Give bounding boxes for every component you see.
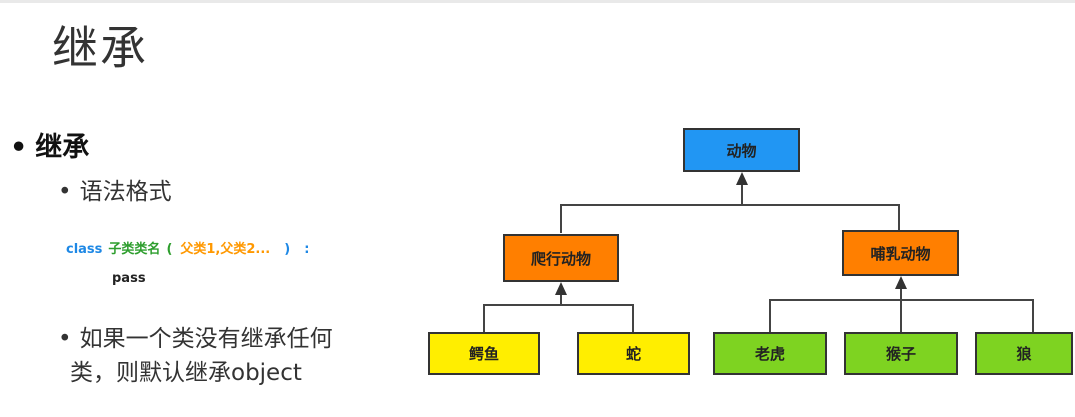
top-rule	[0, 0, 1075, 3]
code-paren-open: (	[166, 242, 173, 257]
bullet-syntax-text: 语法格式	[79, 179, 172, 205]
code-keyword: class	[66, 242, 103, 257]
code-pass: pass	[112, 271, 146, 286]
code-paren-close: )	[284, 242, 291, 257]
node-crocodile: 鳄鱼	[428, 332, 540, 375]
node-crocodile-label: 鳄鱼	[468, 345, 499, 363]
node-monkey: 猴子	[844, 332, 958, 375]
node-animal-label: 动物	[726, 141, 757, 160]
bullet-dot: •	[10, 132, 28, 163]
bullet-default-line1-row: • 如果一个类没有继承任何	[58, 322, 418, 356]
bullet-default-line1: 如果一个类没有继承任何	[79, 326, 333, 352]
code-colon: :	[304, 242, 310, 257]
bullet-inheritance: •继承	[10, 125, 89, 164]
node-snake-label: 蛇	[625, 345, 641, 363]
node-wolf: 狼	[975, 332, 1073, 375]
bullet-default-object: • 如果一个类没有继承任何 类，则默认继承object	[58, 322, 418, 390]
code-parent-list: 父类1,父类2...	[180, 242, 271, 257]
slide-title: 继承	[52, 21, 148, 75]
node-mammal-label: 哺乳动物	[870, 244, 931, 263]
arrow-to-root	[736, 172, 748, 185]
code-class-definition: class 子类类名 ( 父类1,父类2...):	[66, 238, 309, 257]
node-reptile-label: 爬行动物	[530, 249, 591, 268]
arrow-to-mammal	[895, 276, 907, 289]
bullet-syntax: • 语法格式	[58, 172, 172, 206]
node-animal: 动物	[683, 128, 800, 172]
node-snake: 蛇	[577, 332, 690, 375]
node-reptile: 爬行动物	[503, 234, 619, 282]
node-mammal: 哺乳动物	[842, 230, 959, 276]
bullet-default-line2-row: 类，则默认继承object	[58, 356, 418, 390]
node-wolf-label: 狼	[1016, 345, 1032, 363]
connector-middle-to-root	[560, 204, 900, 233]
bullet-default-line2: 类，则默认继承object	[70, 360, 302, 386]
bullet-dot: •	[58, 326, 72, 352]
bullet-inheritance-text: 继承	[35, 132, 90, 163]
node-monkey-label: 猴子	[885, 345, 916, 363]
node-tiger: 老虎	[713, 332, 827, 375]
bullet-dot: •	[58, 179, 72, 205]
arrow-to-reptile	[555, 282, 567, 295]
node-tiger-label: 老虎	[754, 345, 785, 363]
code-class-name: 子类类名	[108, 242, 161, 257]
connector-reptile-leaves	[483, 304, 634, 332]
